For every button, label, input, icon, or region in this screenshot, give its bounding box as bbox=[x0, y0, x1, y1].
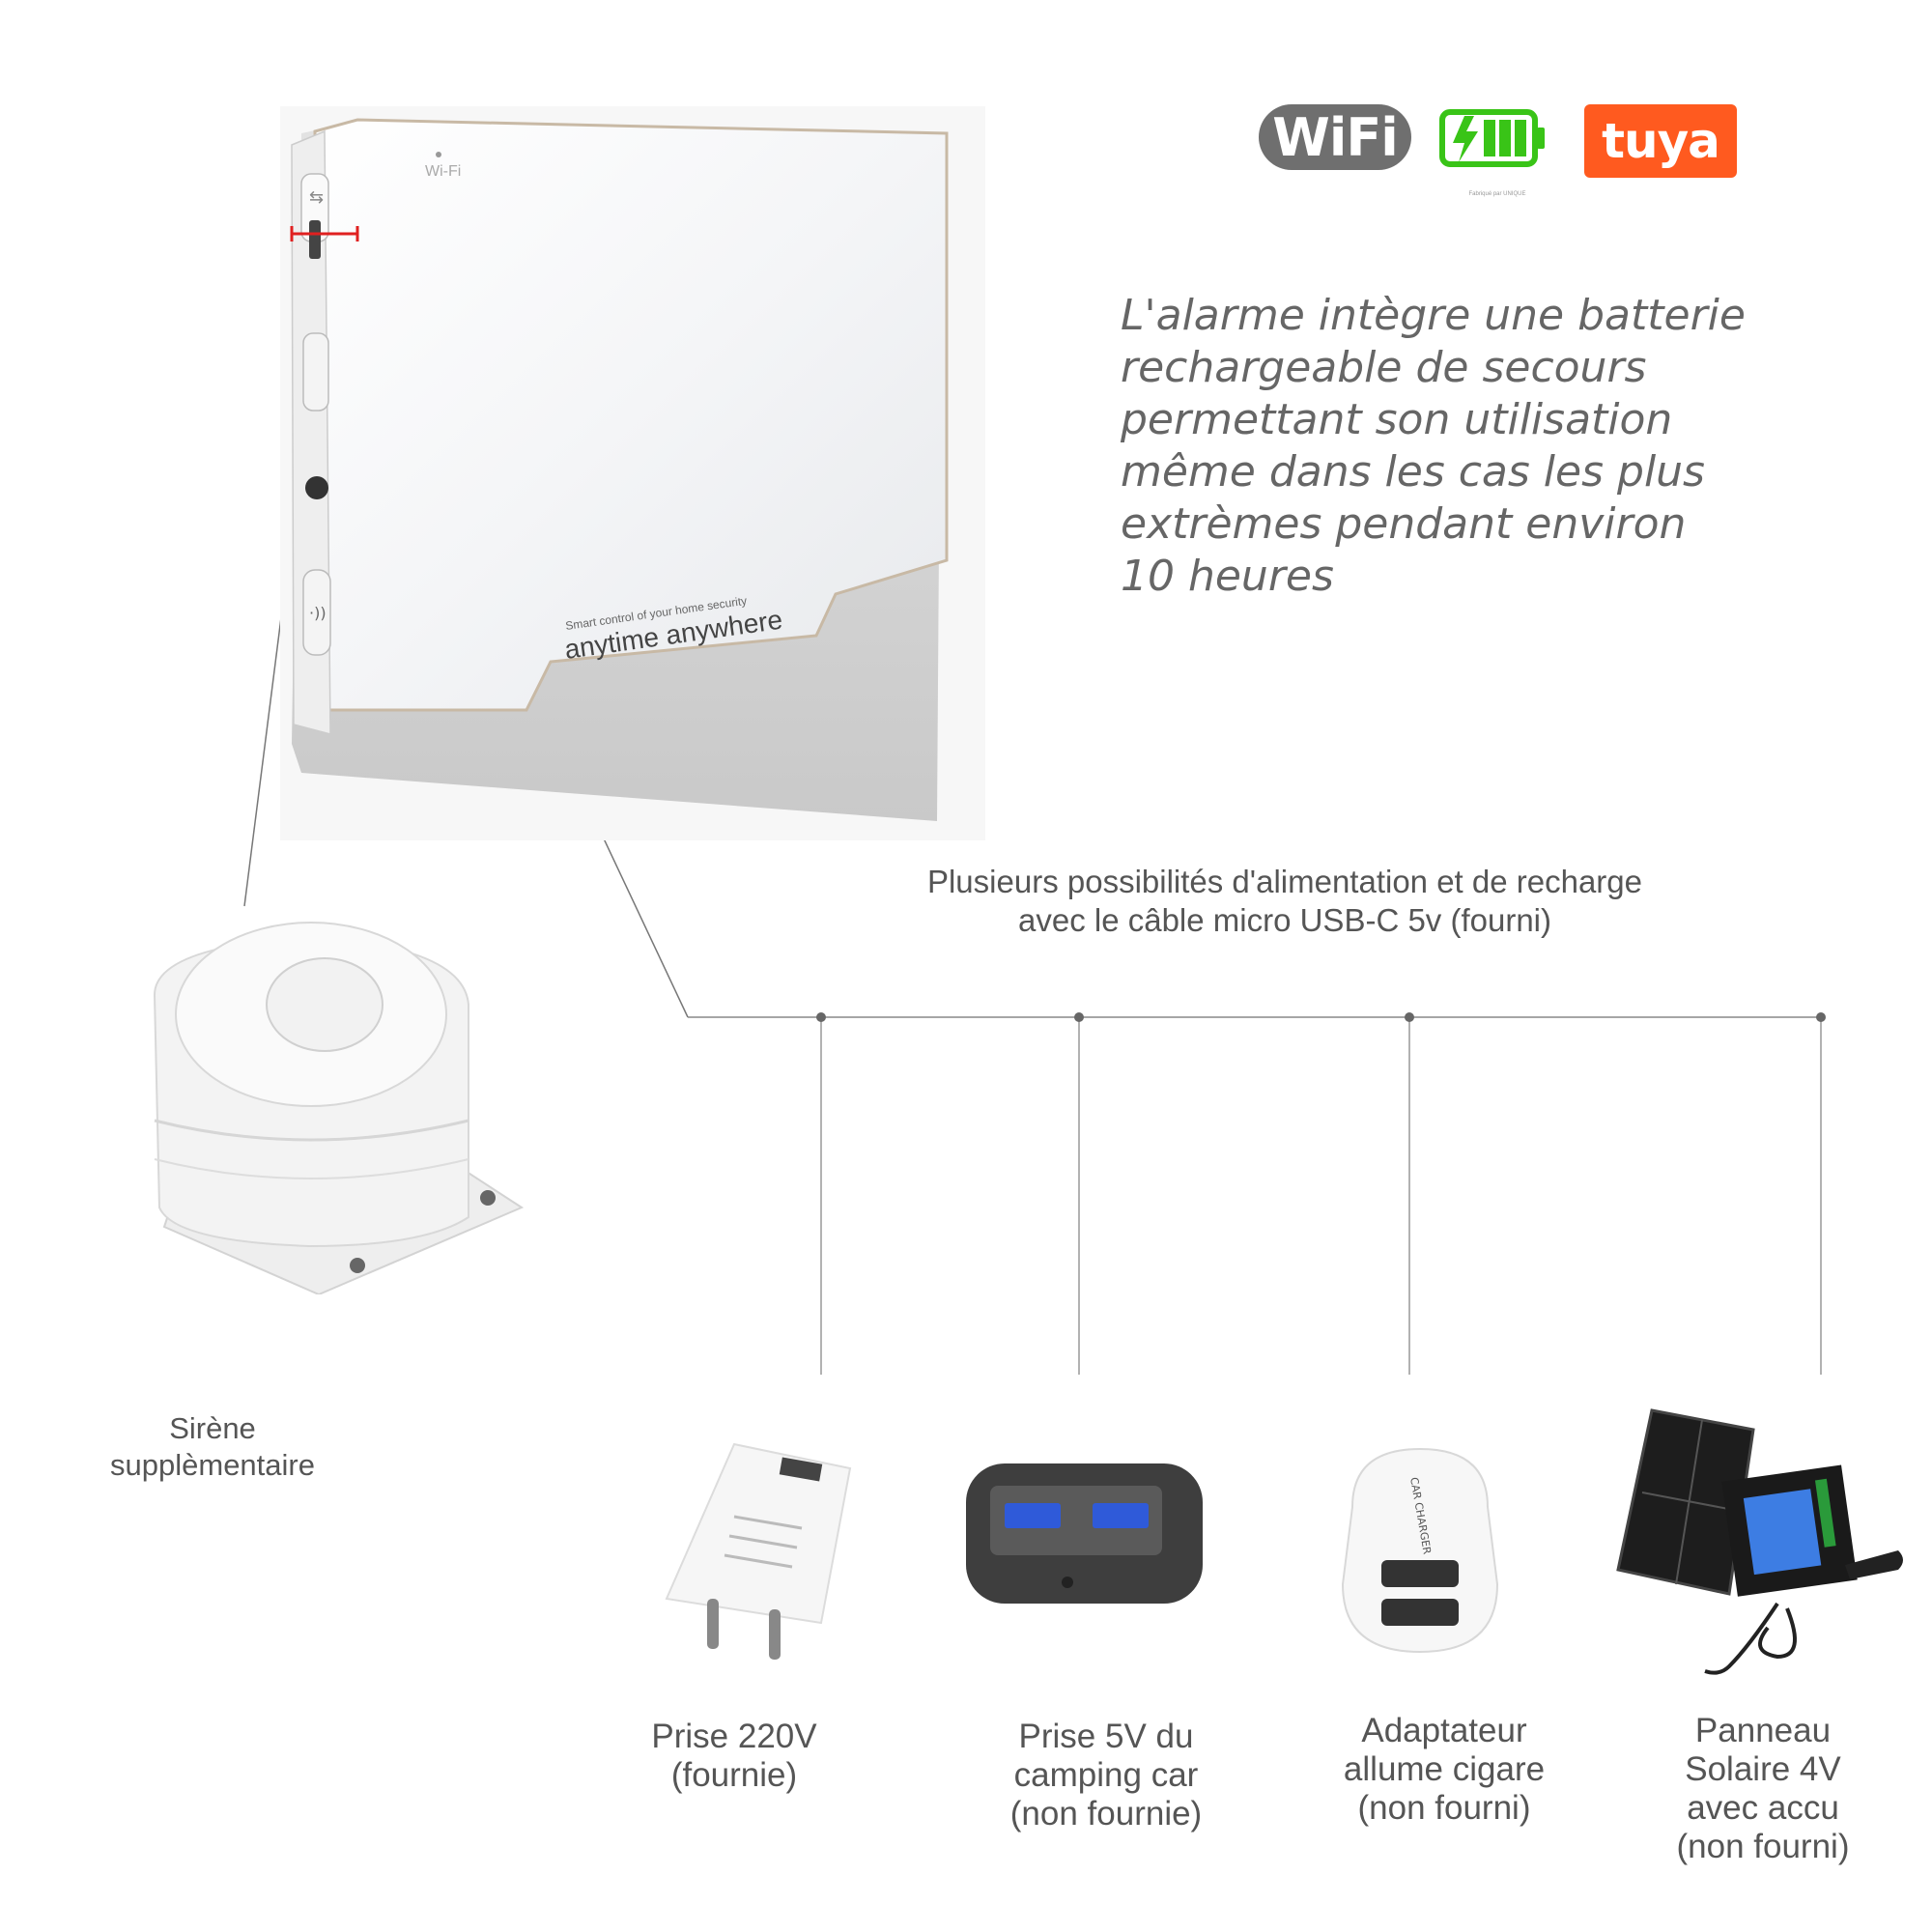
description-line: 10 heures bbox=[1121, 552, 1334, 601]
caption-line: avec le câble micro USB-C 5v (fourni) bbox=[1017, 902, 1551, 938]
option-label-line: (non fourni) bbox=[1357, 1789, 1531, 1827]
description-line: L'alarme intègre une batterie bbox=[1121, 291, 1746, 340]
camping-car-socket-label: Prise 5V du camping car (non fournie) bbox=[976, 1718, 1236, 1833]
svg-text:·)): ·)) bbox=[309, 604, 327, 622]
alarm-device: ⇆ ·)) Wi-Fi Smart control of your home s… bbox=[280, 106, 985, 840]
description-line: permettant son utilisation bbox=[1121, 395, 1673, 444]
tuya-logo: tuya bbox=[1584, 104, 1737, 178]
description-line: même dans les cas les plus bbox=[1121, 447, 1705, 497]
siren-label-line: Sirène bbox=[169, 1411, 256, 1445]
wall-charger-image bbox=[665, 1442, 852, 1660]
caption-line: Plusieurs possibilités d'alimentation et… bbox=[926, 864, 1643, 899]
siren-label: Sirène supplèmentaire bbox=[77, 1410, 348, 1484]
description-line: rechargeable de secours bbox=[1121, 343, 1647, 392]
battery-logo-note: Fabriqué par UNIQUE bbox=[1468, 191, 1526, 197]
solar-panel-image bbox=[1616, 1408, 1903, 1675]
option-label-line: Adaptateur bbox=[1361, 1712, 1527, 1749]
option-label-line: Prise 220V bbox=[651, 1718, 817, 1755]
camping-car-socket-image bbox=[966, 1463, 1203, 1604]
option-label-line: Prise 5V du bbox=[1018, 1718, 1194, 1755]
option-label-line: Solaire 4V bbox=[1685, 1750, 1841, 1788]
option-label-line: camping car bbox=[1013, 1756, 1199, 1794]
wifi-logo-text: WiFi bbox=[1272, 106, 1398, 168]
option-label-line: avec accu bbox=[1687, 1789, 1839, 1827]
svg-text:⇆: ⇆ bbox=[309, 187, 324, 208]
wall-charger-label: Prise 220V (fournie) bbox=[618, 1718, 850, 1795]
description-line: extrèmes pendant environ bbox=[1121, 499, 1687, 549]
option-label-line: (non fournie) bbox=[1009, 1795, 1203, 1833]
siren-label-line: supplèmentaire bbox=[110, 1448, 315, 1482]
option-label-line: (fournie) bbox=[670, 1756, 798, 1794]
device-wifi-label: Wi-Fi bbox=[425, 163, 461, 180]
option-label-line: allume cigare bbox=[1343, 1750, 1546, 1788]
option-label-line: (non fourni) bbox=[1676, 1828, 1850, 1865]
power-options-caption: Plusieurs possibilités d'alimentation et… bbox=[850, 863, 1719, 940]
tuya-logo-text: tuya bbox=[1602, 113, 1720, 169]
cigarette-adapter-image: CAR CHARGER bbox=[1341, 1447, 1499, 1654]
wifi-logo: WiFi bbox=[1259, 104, 1411, 170]
solar-panel-label: Panneau Solaire 4V avec accu (non fourni… bbox=[1642, 1712, 1884, 1866]
cigarette-adapter-label: Adaptateur allume cigare (non fourni) bbox=[1309, 1712, 1579, 1828]
option-label-line: Panneau bbox=[1694, 1712, 1832, 1749]
battery-charging-icon bbox=[1439, 109, 1545, 167]
siren-image bbox=[153, 922, 525, 1294]
battery-description: L'alarme intègre une batterie rechargeab… bbox=[1121, 290, 1777, 603]
